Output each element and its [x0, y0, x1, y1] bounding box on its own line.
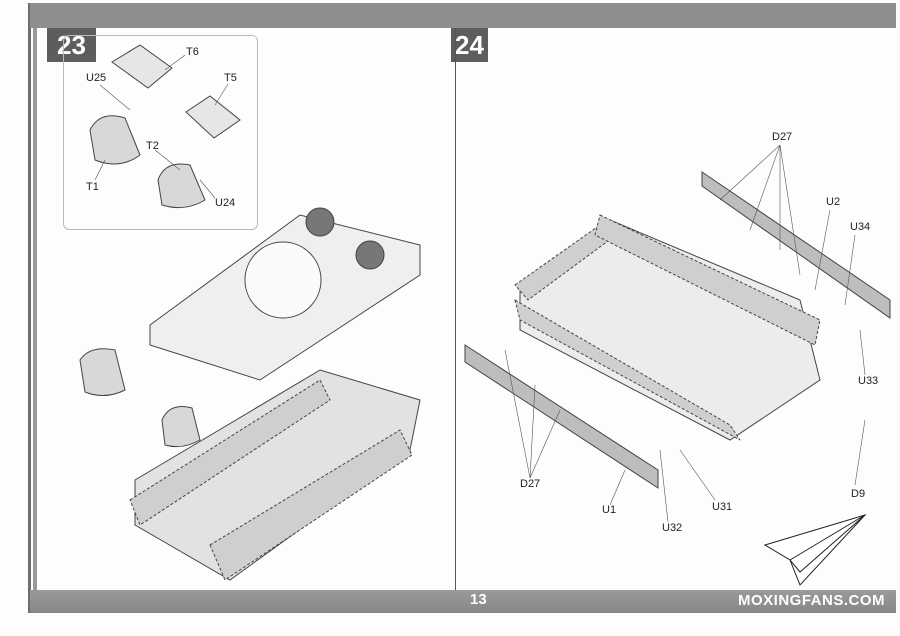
- hull-lower: [134, 369, 421, 581]
- part-label-u24: U24: [215, 197, 236, 209]
- bottom-bar: [30, 590, 896, 613]
- side-skirt-u2: [701, 171, 891, 319]
- page-edge: [33, 20, 37, 610]
- part-label-u32: U32: [662, 522, 683, 534]
- moxingfans-logo: [763, 513, 867, 586]
- part-t1: [89, 115, 141, 165]
- part-label-t5: T5: [224, 72, 237, 84]
- step-divider: [455, 28, 456, 590]
- detail-inset: [63, 35, 258, 230]
- part-label-u31: U31: [712, 501, 733, 513]
- part-label-d9: D9: [851, 488, 866, 500]
- part-label-t2: T2: [146, 140, 159, 152]
- part-label-t1: T1: [86, 181, 99, 193]
- page-number: 13: [470, 591, 487, 608]
- part-label-u34: U34: [850, 221, 871, 233]
- top-bar: [30, 3, 896, 28]
- step-24-badge: 24: [451, 28, 488, 62]
- part-label-u33: U33: [858, 375, 879, 387]
- part-t2: [157, 163, 206, 209]
- part-t6: [111, 44, 173, 89]
- watermark-text: MOXINGFANS.COM: [738, 592, 886, 609]
- page-edge: [28, 3, 31, 613]
- part-t5: [185, 95, 241, 139]
- turret-ring: [244, 241, 322, 319]
- part-label-t6: T6: [186, 46, 199, 58]
- part-label-u1: U1: [602, 504, 617, 516]
- part-label-u2: U2: [826, 196, 841, 208]
- part-label-d27: D27: [520, 478, 541, 490]
- part-label-u25: U25: [86, 72, 107, 84]
- part-label-d27: D27: [772, 131, 793, 143]
- side-skirt-u1: [464, 344, 659, 489]
